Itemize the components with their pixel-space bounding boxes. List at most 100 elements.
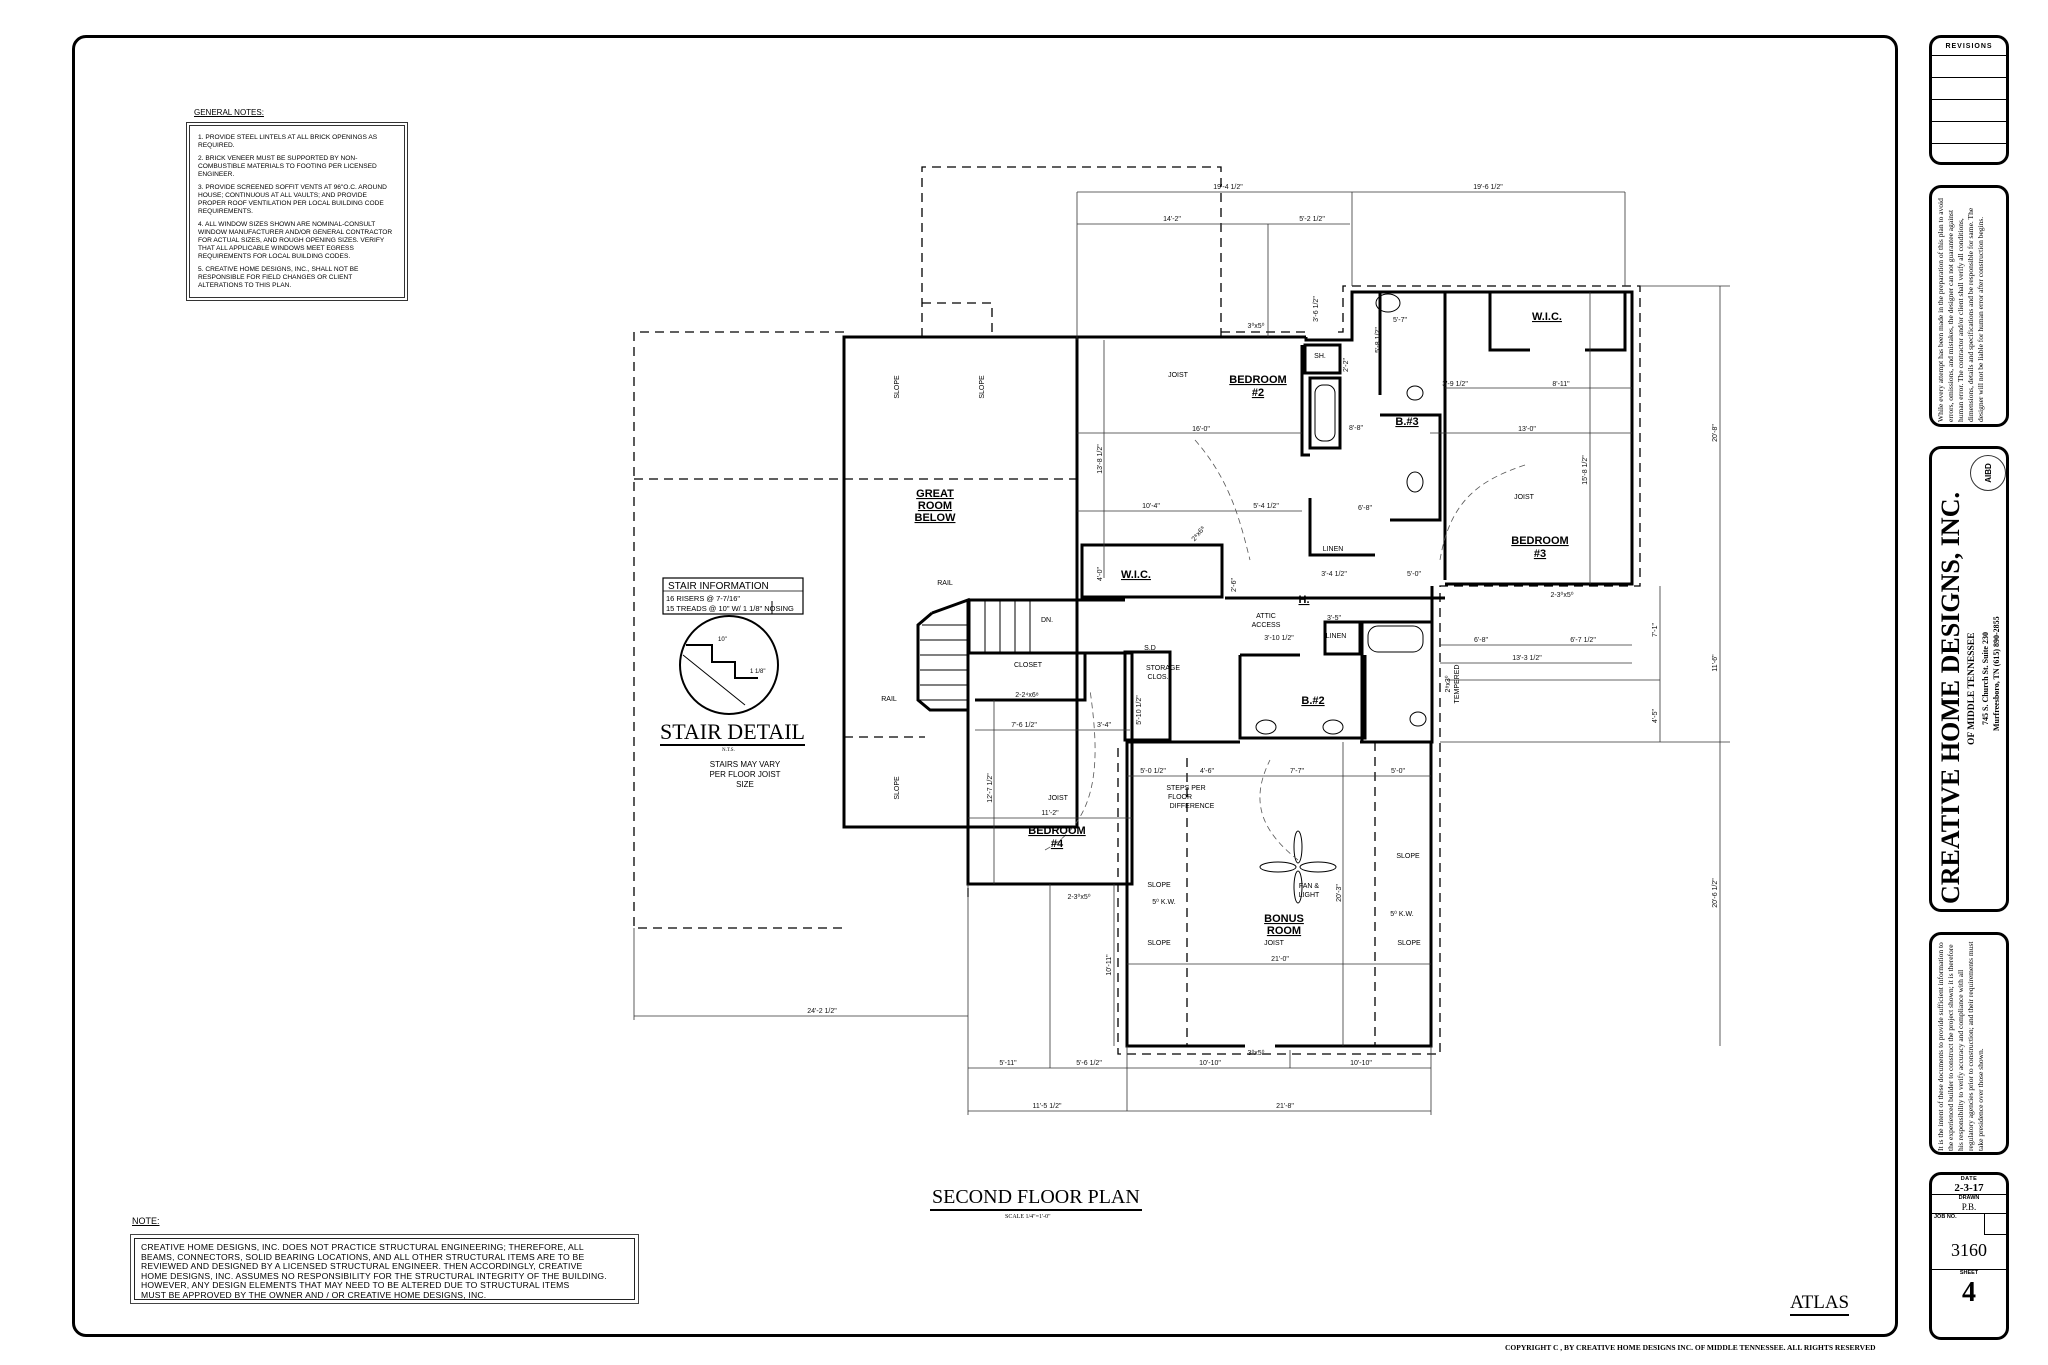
date-value: 2-3-17 (1954, 1182, 1984, 1194)
dimension: 11'-6" (1712, 654, 1719, 672)
fan-light-label: FAN & (1299, 883, 1320, 890)
date-label: DATE (1960, 1176, 1978, 1182)
slope-label: SLOPE (1397, 940, 1421, 947)
rail-label: RAIL (937, 580, 953, 587)
dimension: 16'-0" (1192, 426, 1210, 433)
stair-dim-tread: 10" (718, 637, 727, 643)
dimension: 6'-8" (1358, 505, 1372, 512)
disclaimer-2: It is the intent of these documents to p… (1936, 941, 1985, 1151)
stair-note-line: PER FLOOR JOIST SIZE (709, 770, 781, 789)
dimension: 3'-4 1/2" (1321, 571, 1347, 578)
attic-access-label: ATTIC (1256, 613, 1276, 620)
dimension: 5'-11" (999, 1060, 1017, 1067)
note-line: CREATIVE HOME DESIGNS, INC. DOES NOT PRA… (141, 1242, 584, 1252)
general-note: 1. PROVIDE STEEL LINTELS AT ALL BRICK OP… (198, 134, 378, 149)
revisions-box: REVISIONS (1929, 35, 2009, 165)
dimension: 21'-8" (1276, 1103, 1294, 1110)
note-line: REVIEWED AND DESIGNED BY A LICENSED STRU… (141, 1261, 583, 1271)
dimension: 3⁰x5⁰ (1248, 322, 1265, 330)
dimension: 14'-2" (1163, 216, 1181, 223)
dimension: 7'-6 1/2" (1011, 722, 1037, 729)
linen-label: LINEN (1326, 633, 1347, 640)
dimension: 12'-7 1/2" (987, 773, 994, 803)
storage-label: CLOS. (1147, 674, 1168, 681)
dimension: 4'-5" (1652, 709, 1659, 723)
knee-wall-label: 5⁰ K.W. (1390, 910, 1413, 918)
door-size: 2⁸x6⁸ (1191, 525, 1207, 543)
slope-label: SLOPE (894, 776, 901, 800)
revisions-label: REVISIONS (1932, 38, 2006, 56)
dimension-lines (633, 191, 1730, 1115)
smoke-detector-label: S.D (1144, 645, 1156, 652)
room-bedroom-3: #3 (1534, 548, 1546, 560)
note-line: HOWEVER, ANY DESIGN ELEMENTS THAT MAY NE… (141, 1280, 570, 1290)
copyright: COPYRIGHT C , BY CREATIVE HOME DESIGNS I… (1505, 1343, 1876, 1352)
disclaimer-box-1: While every attempt has been made in the… (1929, 185, 2009, 427)
structural-note-box: CREATIVE HOME DESIGNS, INC. DOES NOT PRA… (130, 1234, 639, 1304)
dimension: 2-2⁴x6⁸ (1015, 692, 1039, 699)
dimension: 5'-7" (1393, 317, 1407, 324)
room-wic-left: W.I.C. (1121, 569, 1151, 581)
walls (842, 290, 1634, 1048)
dimension: 3'-10 1/2" (1264, 635, 1294, 642)
general-note: 4. ALL WINDOW SIZES SHOWN ARE NOMINAL-CO… (198, 221, 393, 260)
dimension-labels: 19'-4 1/2" 19'-6 1/2" 14'-2" 5'-2 1/2" 3… (807, 184, 1719, 1110)
structural-note-title: NOTE: (132, 1216, 160, 1226)
dimension: 10'-10" (1199, 1060, 1221, 1067)
fan-light-label: LIGHT (1299, 892, 1320, 899)
joist-label: JOIST (1168, 372, 1189, 379)
general-notes-box: 1. PROVIDE STEEL LINTELS AT ALL BRICK OP… (186, 122, 408, 301)
dimension: 5'-2 1/2" (1299, 216, 1325, 223)
window-label: 2⁸x3⁰ (1444, 675, 1452, 692)
stair-detail-scale: N.T.S. (722, 748, 735, 753)
general-note: 5. CREATIVE HOME DESIGNS, INC., SHALL NO… (198, 266, 359, 289)
dimension: 13'-8 1/2" (1097, 444, 1104, 474)
drawn-value: P.B. (1961, 1202, 1977, 1212)
note-line: MUST BE APPROVED BY THE OWNER AND / OR C… (141, 1289, 487, 1300)
dimension: 2'-6" (1231, 578, 1238, 592)
dimension: 5'-0" (1391, 768, 1405, 775)
dimension: 2-3⁰x5⁰ (1067, 893, 1090, 901)
dimension: 3⁰x5⁰ (1248, 1049, 1265, 1057)
dimension: 6'-8" (1474, 637, 1488, 644)
sheet-border (72, 35, 1898, 1337)
slope-label: SLOPE (894, 375, 901, 399)
stair-info-box (662, 577, 804, 615)
room-great-room: BELOW (915, 512, 957, 524)
dimension: 8'-11" (1552, 381, 1570, 388)
dimension: 20'-6 1/2" (1712, 878, 1719, 908)
dimension: 6'-7 1/2" (1570, 637, 1596, 644)
stair-detail-title: STAIR DETAIL (660, 719, 805, 746)
general-notes-title: GENERAL NOTES: (194, 108, 264, 117)
dimension: 5'-8 1/2" (1375, 327, 1382, 353)
job-number: 3160 (1951, 1240, 1987, 1260)
company-phone: Murfreesboro, TN (615) 890-2855 (1992, 616, 2001, 732)
dimension: 24'-2 1/2" (807, 1008, 837, 1015)
note-line: HOME DESIGNS, INC. ASSUMES NO RESPONSIBI… (141, 1270, 607, 1281)
company-subtitle: OF MIDDLE TENNESSEE (1967, 632, 1977, 746)
dimension: 19'-4 1/2" (1213, 184, 1243, 191)
sheet-info-box: DATE 2-3-17 DRAWN P.B. JOB NO. 3160 SHEE… (1929, 1172, 2009, 1340)
room-bonus: ROOM (1267, 925, 1301, 937)
dimension: 20'-3" (1336, 884, 1343, 902)
steps-note: DIFFERENCE (1170, 803, 1215, 810)
dimension: 3'-6 1/2" (1313, 296, 1320, 322)
dimension: 5'-0" (1407, 571, 1421, 578)
company-box: AIBD CREATIVE HOME DESIGNS, INC. OF MIDD… (1929, 446, 2009, 912)
aibd-seal: AIBD (1970, 455, 2006, 491)
disclaimer-box-2: It is the intent of these documents to p… (1929, 932, 2009, 1155)
general-note: 2. BRICK VENEER MUST BE SUPPORTED BY NON… (198, 155, 377, 178)
slope-label: SLOPE (1396, 853, 1420, 860)
plan-title: SECOND FLOOR PLAN (930, 1186, 1142, 1211)
job-label: JOB NO. (1934, 1214, 1957, 1220)
dimension: 5'-6 1/2" (1076, 1060, 1102, 1067)
stair-risers: 16 RISERS @ 7-7/16" (666, 594, 740, 603)
joist-label: JOIST (1048, 795, 1069, 802)
dimension: 13'-0" (1518, 426, 1536, 433)
slope-label: SLOPE (1147, 882, 1171, 889)
general-note: 3. PROVIDE SCREENED SOFFIT VENTS AT 96"O… (198, 184, 387, 215)
dimension: 3'-9 1/2" (1442, 381, 1468, 388)
room-great-room: ROOM (918, 500, 952, 512)
dimension: 11'-2" (1041, 810, 1059, 817)
